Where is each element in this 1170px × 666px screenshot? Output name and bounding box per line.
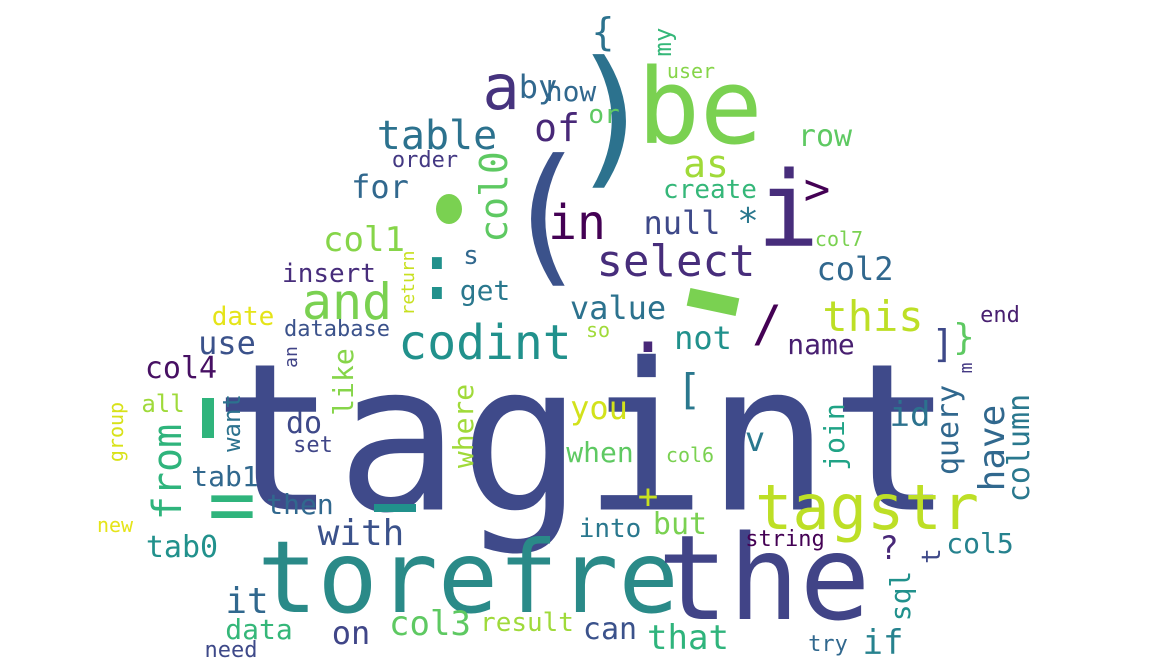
word-how: how — [545, 75, 597, 108]
word-asterisk: * — [737, 201, 759, 242]
word-try: try — [808, 632, 848, 657]
word-i: i — [756, 149, 820, 271]
word-an: an — [281, 346, 302, 368]
word-tab0: tab0 — [145, 530, 219, 565]
word-create: create — [663, 175, 757, 205]
word-sql: sql — [884, 570, 917, 622]
word-when: when — [566, 436, 634, 469]
word-column: column — [1002, 393, 1037, 503]
word-id: id — [889, 395, 931, 435]
word-greater-than: > — [803, 164, 831, 215]
word-in: in — [548, 195, 606, 251]
word-col2: col2 — [816, 250, 894, 288]
word-get: get — [459, 274, 511, 307]
word-string: string — [745, 527, 825, 552]
word-the: the — [657, 509, 871, 647]
word-open-paren: ( — [499, 128, 591, 302]
word-question: ? — [879, 529, 899, 567]
word-where: where — [447, 383, 480, 469]
word-query: query — [931, 384, 966, 476]
word-need: need — [204, 638, 258, 663]
word-not: not — [674, 319, 732, 357]
word-be: be — [637, 46, 763, 168]
word-col5: col5 — [946, 527, 1014, 560]
word-database: database — [284, 317, 390, 342]
word-close-bracket: ] — [931, 322, 955, 366]
word-like: like — [327, 348, 360, 416]
word-t: t — [917, 548, 947, 564]
dot-mark — [436, 194, 462, 224]
word-a: a — [482, 51, 520, 124]
word-for: for — [351, 168, 409, 206]
word-colon: : — [412, 225, 462, 318]
word-it: it — [225, 581, 269, 622]
word-plus: + — [637, 477, 659, 517]
word-tagint: tagint — [212, 320, 954, 559]
word-insert: insert — [282, 259, 376, 289]
word-if: if — [862, 623, 904, 663]
word-close-brace: } — [953, 317, 975, 358]
word-date: date — [211, 302, 275, 332]
word-col4: col4 — [144, 351, 218, 386]
word-period: . — [626, 287, 670, 369]
word-new: new — [96, 513, 134, 537]
word-null: null — [643, 204, 721, 242]
word-equals: = — [207, 458, 257, 551]
word-col3: col3 — [389, 604, 471, 644]
word-torefre: torefre — [257, 519, 679, 636]
word-name: name — [787, 328, 855, 361]
word-into: into — [578, 514, 642, 544]
word-order: order — [391, 148, 459, 173]
word-value: value — [569, 289, 667, 327]
word-group: group — [104, 401, 128, 463]
word-with: with — [317, 513, 405, 554]
word-col7: col7 — [814, 227, 864, 251]
word-this: this — [822, 292, 924, 341]
word-end: end — [980, 303, 1020, 328]
word-col1: col1 — [323, 220, 405, 260]
word-row: row — [797, 119, 853, 154]
word-close-paren: ) — [566, 30, 658, 204]
word-or: or — [588, 100, 620, 130]
word-data: data — [225, 613, 293, 646]
word-v: v — [744, 420, 766, 460]
word-open-brace: { — [591, 10, 615, 54]
word-open-bracket: [ — [676, 365, 702, 414]
word-on: on — [331, 614, 371, 652]
word-do: do — [285, 406, 323, 441]
word-slash: / — [751, 295, 783, 353]
word-and: and — [301, 273, 393, 331]
word-tagstr: tagstr — [755, 471, 979, 544]
dash-mark — [374, 504, 416, 512]
word-want: want — [218, 394, 246, 452]
word-result: result — [480, 608, 574, 638]
quote-mark-right — [686, 287, 740, 317]
word-you: you — [570, 389, 628, 427]
word-table: table — [376, 113, 498, 159]
word-col6: col6 — [665, 443, 715, 467]
word-s: s — [463, 241, 479, 271]
word-then: then — [266, 488, 334, 521]
word-all: all — [141, 390, 185, 418]
word-from: from — [145, 423, 191, 521]
word-col0: col0 — [472, 151, 516, 243]
word-can: can — [582, 612, 638, 647]
word-set: set — [293, 433, 333, 458]
word-my: my — [649, 27, 677, 57]
word-use: use — [198, 324, 256, 362]
word-tab1: tab1 — [191, 460, 259, 493]
quote-mark-left — [202, 398, 214, 438]
word-but: but — [652, 507, 708, 542]
word-as: as — [683, 142, 729, 186]
word-select: select — [596, 236, 756, 287]
word-so: so — [585, 318, 611, 342]
word-join: join — [818, 403, 851, 471]
word-by: by — [518, 68, 558, 106]
word-of: of — [534, 106, 580, 150]
word-m: m — [956, 362, 977, 374]
word-user: user — [666, 59, 716, 83]
word-codint: codint — [398, 315, 572, 371]
word-that: that — [647, 618, 729, 658]
